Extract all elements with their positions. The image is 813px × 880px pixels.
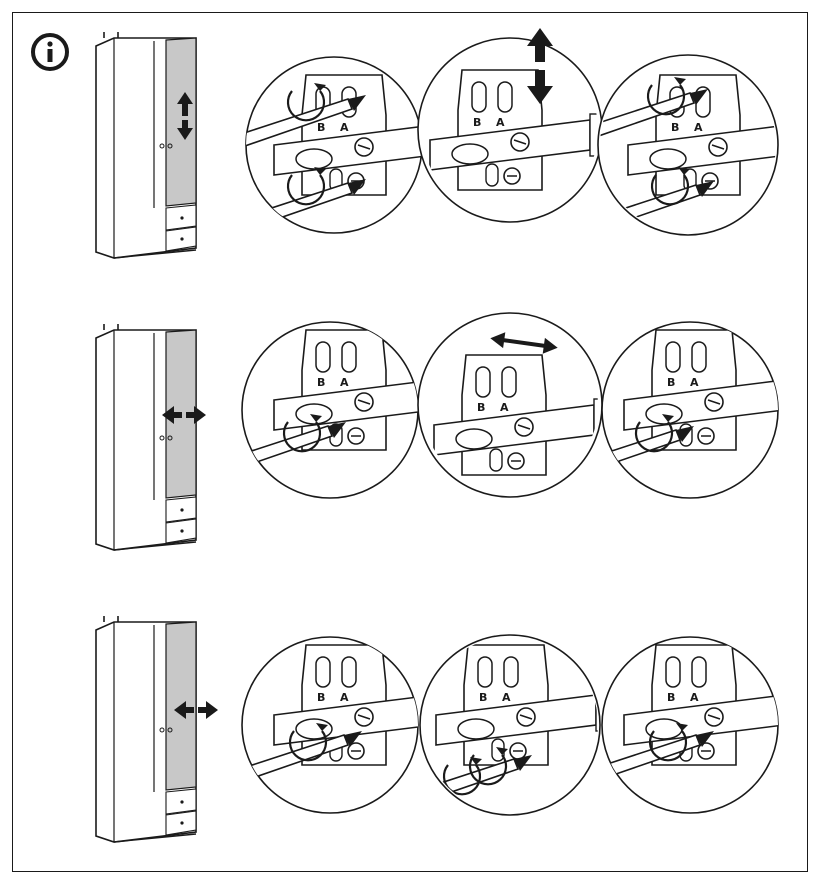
info-circle-icon [31,33,69,71]
wardrobe-step-2 [95,323,197,551]
horizontal-adjust-arrow-icon [490,332,558,354]
detail-circle-1b [417,37,603,223]
wardrobe-step-1 [95,31,197,259]
detail-circle-3c [601,636,779,814]
detail-circle-3a [241,636,419,814]
detail-circle-3b [419,634,601,816]
wardrobe-step-3 [95,615,197,843]
detail-circle-1a [245,56,423,234]
vertical-adjust-arrow-icon [527,28,553,104]
up-down-arrow-icon [177,92,193,140]
detail-circle-1c [597,54,779,236]
detail-circle-2c [601,321,779,499]
left-right-arrow-icon [162,406,206,424]
depth-arrow-icon [174,701,218,719]
detail-circle-2a [241,321,419,499]
